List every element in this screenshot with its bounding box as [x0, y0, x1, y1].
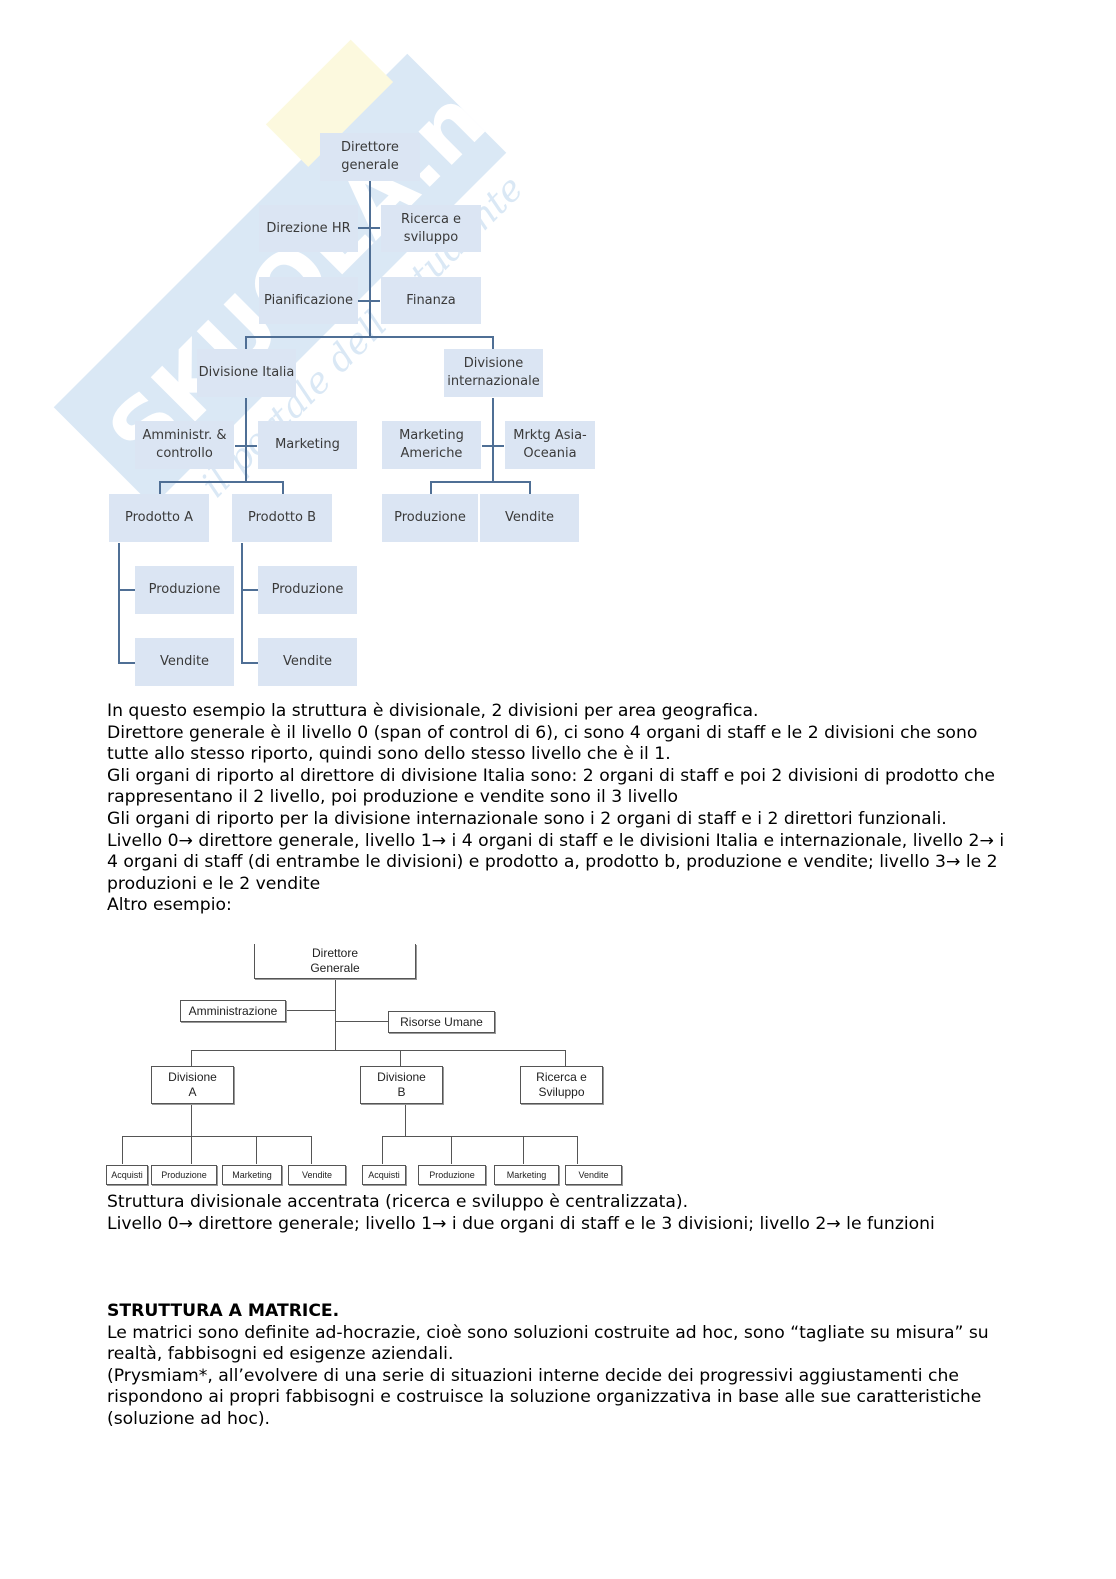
paragraph: Livello 0→ direttore generale; livello 1…: [107, 1213, 935, 1234]
node-finanza: Finanza: [381, 277, 481, 324]
paragraph: In questo esempio la struttura è divisio…: [107, 701, 759, 721]
watermark-brand: SKUOLA.net: [90, 20, 540, 486]
paragraph: Gli organi di riporto al direttore di di…: [107, 765, 995, 808]
node-marketing: Marketing: [258, 421, 357, 469]
paragraph: Struttura divisionale accentrata (ricerc…: [107, 1192, 689, 1212]
node2-b-marketing: Marketing: [494, 1165, 559, 1185]
node2-a-produzione: Produzione: [151, 1165, 217, 1185]
node-prodotto-b-vendite: Vendite: [258, 638, 357, 686]
node2-a-vendite: Vendite: [288, 1165, 346, 1185]
node-direzione-hr: Direzione HR: [259, 205, 358, 252]
node2-divisione-b: Divisione B: [360, 1066, 443, 1104]
node-prodotto-a-produzione: Produzione: [135, 566, 234, 614]
node-divisione-internazionale: Divisione internazionale: [444, 349, 543, 397]
node2-b-produzione: Produzione: [418, 1165, 486, 1185]
paragraph: Le matrici sono definite ad-hocrazie, ci…: [107, 1322, 989, 1365]
paragraph: Direttore generale è il livello 0 (span …: [107, 722, 978, 765]
node-direttore-generale: Direttore generale: [320, 133, 420, 181]
node-produzione-int: Produzione: [382, 494, 478, 542]
node2-direttore-generale: Direttore Generale: [254, 944, 416, 979]
text-block-3: STRUTTURA A MATRICE. Le matrici sono def…: [107, 1301, 1007, 1431]
node-marketing-americhe: Marketing Americhe: [382, 421, 481, 469]
node-amministrazione-controllo: Amministr. & controllo: [135, 421, 234, 469]
node-divisione-italia: Divisione Italia: [197, 349, 296, 397]
node2-amministrazione: Amministrazione: [180, 1000, 286, 1022]
paragraph: Gli organi di riporto per la divisione i…: [107, 808, 947, 829]
text-block-2: Struttura divisionale accentrata (ricerc…: [107, 1192, 1007, 1235]
node2-a-marketing: Marketing: [222, 1165, 282, 1185]
node-prodotto-b: Prodotto B: [232, 494, 332, 542]
node2-divisione-a: Divisione A: [151, 1066, 234, 1104]
paragraph: Altro esempio:: [107, 895, 232, 916]
text-block-1: In questo esempio la struttura è divisio…: [107, 701, 1007, 917]
node-prodotto-b-produzione: Produzione: [258, 566, 357, 614]
section-heading: STRUTTURA A MATRICE.: [107, 1301, 340, 1321]
paragraph: (Prysmiam*, all’evolvere di una serie di…: [107, 1365, 982, 1429]
node-prodotto-a: Prodotto A: [109, 494, 209, 542]
node-pianificazione: Pianificazione: [259, 277, 358, 324]
node2-risorse-umane: Risorse Umane: [388, 1011, 495, 1033]
node2-b-acquisti: Acquisti: [362, 1165, 406, 1185]
node-mrktg-asia-oceania: Mrktg Asia- Oceania: [505, 421, 595, 469]
node-prodotto-a-vendite: Vendite: [135, 638, 234, 686]
node-vendite-int: Vendite: [480, 494, 579, 542]
node2-b-vendite: Vendite: [565, 1165, 622, 1185]
node-ricerca-sviluppo: Ricerca e sviluppo: [381, 205, 481, 252]
node2-a-acquisti: Acquisti: [106, 1165, 148, 1185]
paragraph: Livello 0→ direttore generale, livello 1…: [107, 830, 1005, 894]
node2-ricerca-sviluppo: Ricerca e Sviluppo: [520, 1066, 603, 1104]
